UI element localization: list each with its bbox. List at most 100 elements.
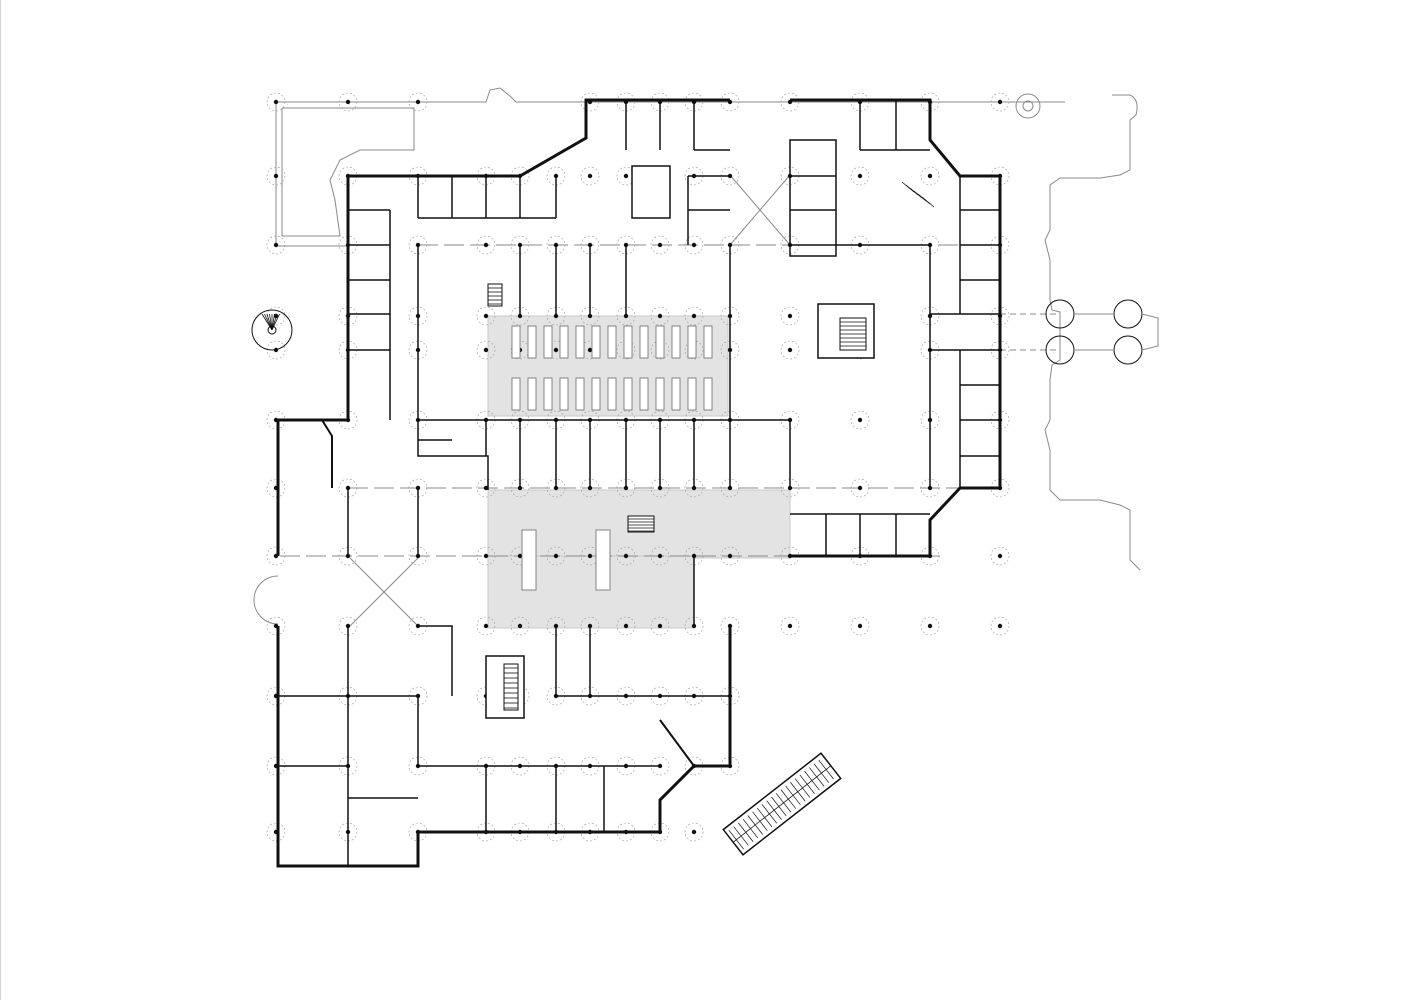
grid-column: [623, 623, 629, 629]
detached-stair-structure: [722, 752, 842, 856]
grid-column: [517, 553, 523, 559]
long-table: [595, 529, 611, 591]
grid-marker-ring: [266, 306, 286, 326]
reading-desk: [543, 325, 553, 359]
grid-column: [927, 173, 933, 179]
east-wing-block: [789, 139, 837, 257]
grid-column: [857, 623, 863, 629]
grid-marker-ring: [720, 616, 740, 636]
grid-marker-ring: [338, 616, 358, 636]
grid-marker-ring: [546, 478, 566, 498]
grid-marker-ring: [650, 92, 670, 112]
stair-core-north-courtyard: [631, 165, 671, 219]
grid-column: [657, 623, 663, 629]
grid-column: [483, 347, 489, 353]
grid-marker-ring: [266, 92, 286, 112]
west-chamfer-wall: [321, 419, 333, 488]
grid-marker-ring: [650, 340, 670, 360]
grid-column: [857, 173, 863, 179]
grid-column: [553, 553, 559, 559]
grid-marker-ring: [546, 235, 566, 255]
grid-marker-ring: [266, 235, 286, 255]
grid-marker-ring: [780, 92, 800, 112]
annex-tower-link: [1074, 313, 1159, 351]
reading-desk: [527, 325, 537, 359]
grid-marker-ring: [408, 340, 428, 360]
spiral-tread: [271, 313, 280, 331]
grid-marker-ring: [616, 92, 636, 112]
reading-desk: [671, 377, 681, 411]
reading-desk: [703, 325, 713, 359]
grid-marker-ring: [546, 546, 566, 566]
outer-wall-south-west-wing: [276, 626, 732, 868]
grid-column: [927, 623, 933, 629]
reading-desk: [655, 377, 665, 411]
stair-tread: [921, 196, 935, 208]
grid-marker-ring: [580, 166, 600, 186]
grid-marker-ring: [338, 92, 358, 112]
stair-flight-court: [487, 283, 503, 307]
grid-marker-ring: [684, 340, 704, 360]
reading-desk: [591, 325, 601, 359]
reading-desk: [639, 377, 649, 411]
grid-column: [657, 313, 663, 319]
reading-desk: [639, 325, 649, 359]
grid-marker-ring: [780, 306, 800, 326]
outer-wall-north-east-wing: [790, 98, 1002, 558]
east-annex-outline: [1044, 94, 1141, 571]
grid-marker-ring: [720, 235, 740, 255]
reading-desk: [607, 325, 617, 359]
grid-marker-ring: [580, 306, 600, 326]
grid-marker-ring: [650, 546, 670, 566]
ramp-center-line: [732, 765, 832, 843]
grid-marker-ring: [684, 478, 704, 498]
reading-desk: [575, 325, 585, 359]
grid-column: [857, 485, 863, 491]
grid-marker-ring: [546, 166, 566, 186]
grid-marker-ring: [780, 616, 800, 636]
spiral-stair-core: [267, 325, 277, 335]
grid-marker-ring: [850, 92, 870, 112]
grid-column: [587, 173, 593, 179]
grid-marker-ring: [720, 340, 740, 360]
grid-marker-ring: [850, 410, 870, 430]
grid-column: [997, 99, 1003, 105]
grid-marker-ring: [580, 92, 600, 112]
grid-column: [623, 173, 629, 179]
stair-flight-south: [503, 663, 519, 711]
grid-column: [415, 99, 421, 105]
grid-marker-ring: [408, 306, 428, 326]
grid-marker-ring: [684, 92, 704, 112]
grid-column: [483, 485, 489, 491]
grid-marker-ring: [476, 616, 496, 636]
stair-treads: [261, 181, 935, 709]
grid-marker-ring: [616, 340, 636, 360]
grid-marker-ring: [650, 235, 670, 255]
grid-marker-ring: [616, 546, 636, 566]
grid-column: [657, 553, 663, 559]
grid-marker-ring: [650, 478, 670, 498]
grid-column: [691, 242, 697, 248]
grid-marker-ring: [990, 306, 1010, 326]
grid-marker-ring: [990, 92, 1010, 112]
grid-marker-ring: [580, 235, 600, 255]
reading-desk: [591, 377, 601, 411]
grid-column: [787, 623, 793, 629]
grid-marker-ring: [684, 235, 704, 255]
grid-marker-ring: [850, 478, 870, 498]
reading-desk: [511, 377, 521, 411]
reading-desk: [655, 325, 665, 359]
reading-desk: [575, 377, 585, 411]
grid-marker-ring: [650, 306, 670, 326]
circular-elements: [251, 93, 1159, 365]
grid-column: [623, 553, 629, 559]
grid-marker-ring: [684, 616, 704, 636]
grid-column: [787, 313, 793, 319]
grid-column: [997, 623, 1003, 629]
grid-marker-ring: [720, 306, 740, 326]
grid-column: [657, 242, 663, 248]
grid-marker-ring: [546, 306, 566, 326]
reading-desks: [511, 325, 713, 591]
reading-desk: [527, 377, 537, 411]
